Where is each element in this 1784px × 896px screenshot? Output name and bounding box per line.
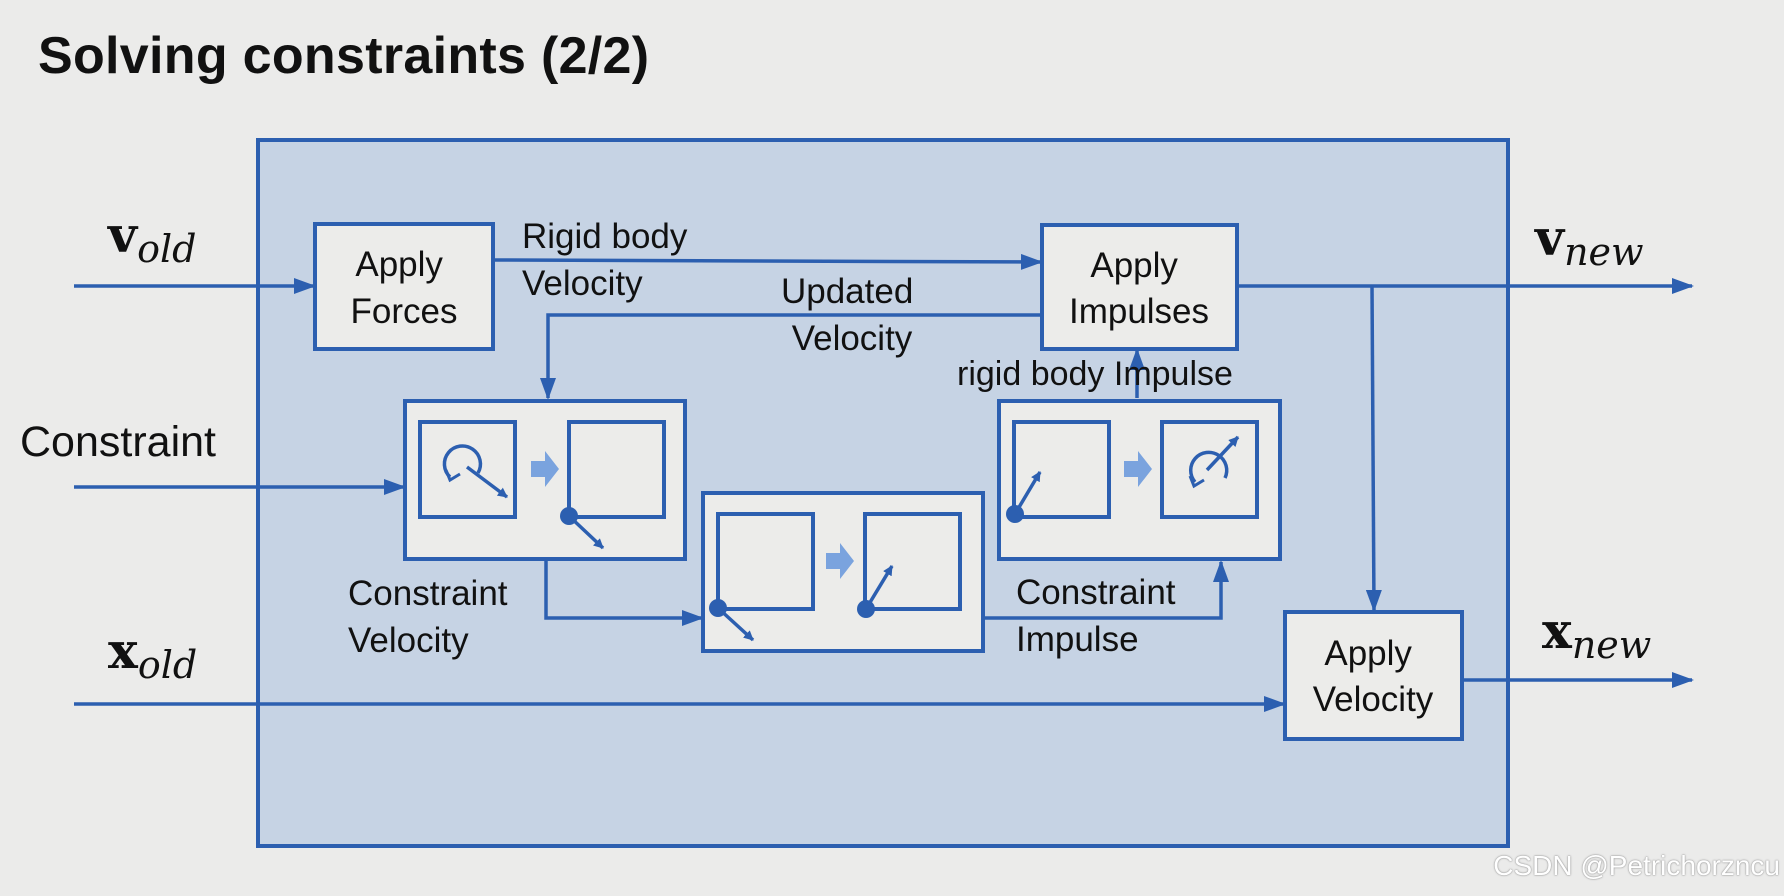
updated-velocity-label: Updated — [781, 272, 913, 311]
apply-forces-block — [313, 222, 495, 351]
apply-impulses-block — [1040, 223, 1239, 351]
svg-text:Constraint Velocity: Constraint Velocity — [348, 574, 517, 660]
watermark: CSDN @Petrichorzncu — [1493, 850, 1780, 881]
constraint-velocity-label: Velocity — [348, 621, 469, 660]
apply-velocity-label: Velocity — [1313, 680, 1434, 719]
updated-velocity-label: Velocity — [792, 319, 913, 358]
updated-velocity-arrow — [540, 313, 1041, 400]
constraint-velocity-label: Constraint — [348, 574, 508, 613]
apply-velocity-label: Apply — [1324, 634, 1412, 673]
apply-velocity-block — [1283, 610, 1464, 741]
svg-text:Constraint Impulse: Constraint Impulse — [1016, 573, 1185, 659]
velocity-vector-icon — [709, 599, 755, 642]
constraint-impulse-label: Impulse — [1016, 620, 1139, 659]
rotation-icon — [442, 444, 509, 499]
x-old-label: xold — [108, 621, 197, 687]
right-arrow-icon — [531, 451, 559, 487]
impulse-vector-icon — [1006, 471, 1042, 523]
apply-impulses-label: Impulses — [1069, 292, 1209, 331]
x-new-label: xnew — [1542, 601, 1651, 667]
constraint-velocity-arrow — [544, 560, 704, 626]
point-square — [1012, 420, 1111, 519]
rigid-body-impulse-label: rigid body Impulse — [957, 355, 1233, 393]
svg-text:Rigid body Velocity: Rigid body Velocity — [522, 217, 697, 303]
v-old-label: vold — [107, 205, 196, 271]
point-square — [863, 512, 962, 611]
constraint-impulse-arrow — [984, 560, 1229, 620]
right-arrow-icon — [1124, 451, 1152, 487]
svg-text:Apply Impulses: Apply Impulses — [1069, 246, 1209, 331]
point-square — [567, 420, 666, 519]
constraint-impulse-label: Constraint — [1016, 573, 1176, 612]
rigid-body-square — [1160, 420, 1259, 519]
v-new-label: vnew — [1534, 208, 1644, 274]
transform-hint-arrows — [531, 451, 1152, 579]
svg-text:Apply Velocity: Apply Velocity — [1313, 634, 1434, 719]
apply-forces-label: Apply — [355, 245, 443, 284]
apply-forces-label: Forces — [351, 292, 458, 331]
rigid-body-velocity-arrow — [493, 253, 1043, 270]
rigid-body-velocity-label: Rigid body — [522, 217, 688, 256]
impulse-vector-icon — [857, 565, 894, 618]
rigid-body-velocity-label: Velocity — [522, 264, 643, 303]
rotation-icon — [1188, 435, 1240, 489]
slide-title: Solving constraints (2/2) — [38, 27, 650, 85]
velocity-vector-icon — [560, 507, 605, 550]
v-new-to-apply-velocity-arrow — [1365, 285, 1382, 612]
apply-impulses-label: Apply — [1090, 246, 1178, 285]
rigid-body-square — [418, 420, 517, 519]
svg-text:Updated Velocity: Updated Velocity — [781, 272, 923, 358]
right-arrow-icon — [826, 543, 854, 579]
svg-text:Apply Forces: Apply Forces — [351, 245, 458, 331]
constraint-input-label: Constraint — [20, 418, 216, 466]
point-square — [716, 512, 815, 611]
